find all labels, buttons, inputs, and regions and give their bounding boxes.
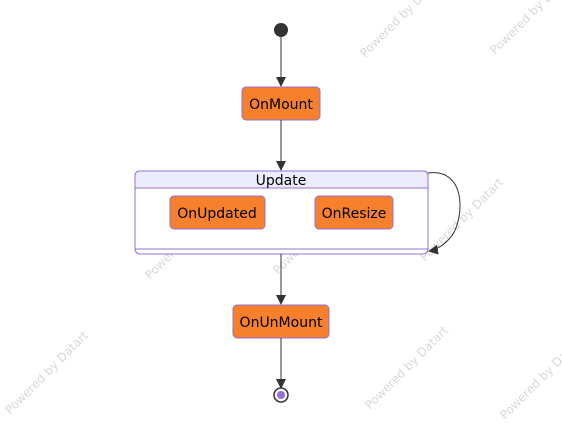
- watermark: Powered by Datart: [357, 0, 446, 60]
- transition-update-self-loop: [427, 172, 461, 255]
- composite-title: Update: [256, 173, 307, 189]
- watermark: Powered by Datart: [362, 323, 451, 412]
- start-node: [274, 23, 288, 37]
- state-onupdated-label: OnUpdated: [177, 206, 256, 222]
- composite-state-update[interactable]: Update: [134, 170, 429, 255]
- watermark: Powered by Datart: [497, 333, 562, 422]
- state-onresize-label: OnResize: [322, 206, 387, 222]
- state-onupdated[interactable]: OnUpdated: [169, 195, 266, 230]
- watermark: Powered by Datart: [2, 328, 91, 417]
- state-onmount-label: OnMount: [249, 97, 313, 113]
- end-node: [273, 387, 289, 403]
- state-onmount[interactable]: OnMount: [241, 86, 321, 121]
- state-onresize[interactable]: OnResize: [314, 195, 394, 230]
- watermark: Powered by Datart: [487, 0, 562, 57]
- state-onunmount[interactable]: OnUnMount: [232, 304, 330, 339]
- state-onunmount-label: OnUnMount: [240, 315, 323, 331]
